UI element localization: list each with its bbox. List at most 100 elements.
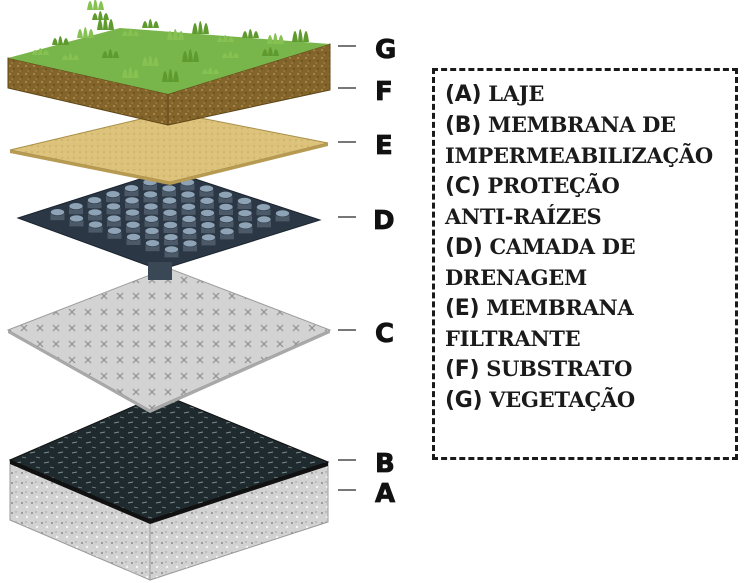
drainage-cup-top (199, 197, 215, 205)
drainage-cup-top (275, 209, 290, 218)
drainage-cup-side (200, 213, 215, 221)
drainage-cup-side (126, 224, 140, 233)
drainage-cup-top (125, 221, 141, 229)
drainage-cup-side (182, 231, 197, 240)
drainage-cup-top (162, 196, 177, 205)
drainage-cup-side (219, 219, 234, 228)
legend-text: FILTRANTE (445, 326, 581, 351)
grass-tuft (32, 48, 49, 55)
legend-text: SUBSTRATO (486, 356, 633, 381)
legend-code: (F) (445, 357, 480, 382)
legend-text: ANTI-RAÍZES (445, 204, 602, 229)
layer-vegetation (8, 0, 330, 94)
drainage-cup-side (162, 200, 177, 209)
grass-tuft (92, 11, 109, 20)
grass-tuft (242, 29, 259, 38)
drainage-cup-top (180, 190, 196, 199)
legend-item-e-cont: FILTRANTE (445, 324, 735, 354)
grass-tuft (52, 36, 69, 45)
drainage-cup-top (163, 221, 178, 229)
drainage-cup-side (143, 194, 158, 203)
drainage-cup-side (256, 207, 271, 216)
legend-code: (E) (445, 296, 480, 321)
callout-letter-g: G (375, 35, 396, 65)
drainage-cup-side (125, 212, 140, 221)
drainage-cup-side (238, 213, 252, 222)
grass-tuft (267, 33, 284, 44)
callout-letter-a: A (375, 479, 395, 509)
drainage-cups (50, 172, 290, 258)
grass-tuft (97, 17, 114, 30)
legend-code: (A) (445, 82, 482, 107)
drainage-cup-side (50, 212, 65, 221)
grass-tuft (192, 21, 209, 34)
drainage-cup-side (180, 182, 195, 191)
drainage-cup-side (69, 218, 84, 227)
callout-letter-f: F (375, 77, 393, 107)
legend-code: (C) (445, 174, 481, 199)
drainage-cup-top (106, 202, 121, 211)
drainage-cup-top (200, 209, 215, 217)
legend-text: DRENAGEM (445, 265, 587, 290)
drainage-cup-side (126, 237, 141, 245)
drainage-cup-side (219, 207, 233, 215)
drainage-cup-side (181, 206, 196, 215)
drainage-cup-side (144, 206, 158, 215)
drainage-cup-top (199, 184, 214, 193)
drainage-cup-top (182, 227, 197, 235)
legend-code: (D) (445, 235, 483, 260)
drainage-cup-top (126, 233, 141, 241)
drainage-cup-side (182, 219, 196, 227)
drainage-cup-top (124, 196, 140, 205)
callouts: G F E D C B A (338, 35, 397, 509)
drainage-cup-top (68, 202, 84, 210)
grass-tuft (122, 29, 139, 36)
drainage-cup-side (200, 200, 214, 209)
legend-item-f: (F) SUBSTRATO (445, 354, 735, 385)
callout-letter-c: C (375, 319, 394, 349)
drainage-cup-top (163, 233, 179, 241)
legend-text: MEMBRANA DE (488, 112, 676, 137)
drainage-cup-side (125, 200, 139, 209)
drainage-cup-top (69, 214, 84, 223)
drainage-cup-side (106, 206, 121, 215)
layer-drainage (16, 169, 322, 280)
legend-text: CAMADA DE (489, 234, 636, 259)
legend-item-b-cont: IMPERMEABILIZAÇÃO (445, 141, 735, 171)
drainage-cup-top (218, 203, 234, 211)
drainage-cup-top (237, 197, 252, 205)
layer-waterproofing-membrane (8, 393, 330, 524)
drainage-cup-side (238, 225, 253, 234)
grass-tuft (292, 29, 309, 42)
legend-code: (G) (445, 388, 483, 413)
drainage-cup-side (164, 249, 179, 258)
legend-item-g: (G) VEGETAÇÃO (445, 385, 735, 416)
waterproofing-edge-left (10, 460, 150, 524)
grass-tuft (167, 29, 184, 40)
drainage-cup-side (88, 212, 102, 221)
drainage-cup-side (257, 219, 271, 228)
root-protection-top (6, 267, 332, 411)
drainage-cup-top (88, 220, 103, 229)
grass-tuft (217, 35, 234, 42)
layer-root-protection (6, 267, 332, 413)
legend-text: PROTEÇÃO (487, 173, 620, 198)
drainage-cup-top (106, 214, 122, 223)
grass-tuft (182, 49, 199, 62)
drainage-cup-top (107, 227, 122, 235)
drainage-cup-side (164, 237, 178, 246)
drainage-cup-top (256, 203, 271, 211)
drainage-cup-side (201, 225, 215, 234)
callout-letter-e: E (375, 131, 393, 161)
substrate-front (8, 44, 330, 125)
vegetation-top (8, 28, 330, 94)
vegetation-grass (32, 0, 309, 82)
drainage-cup-top (105, 190, 121, 198)
drainage-cup-top (161, 184, 177, 193)
drainage-cup-top (181, 215, 197, 223)
drainage-cup-side (88, 224, 103, 233)
callout-letter-d: D (373, 206, 395, 236)
legend-code: (B) (445, 113, 481, 138)
drainage-cup-side (220, 231, 234, 240)
grass-tuft (62, 53, 79, 60)
